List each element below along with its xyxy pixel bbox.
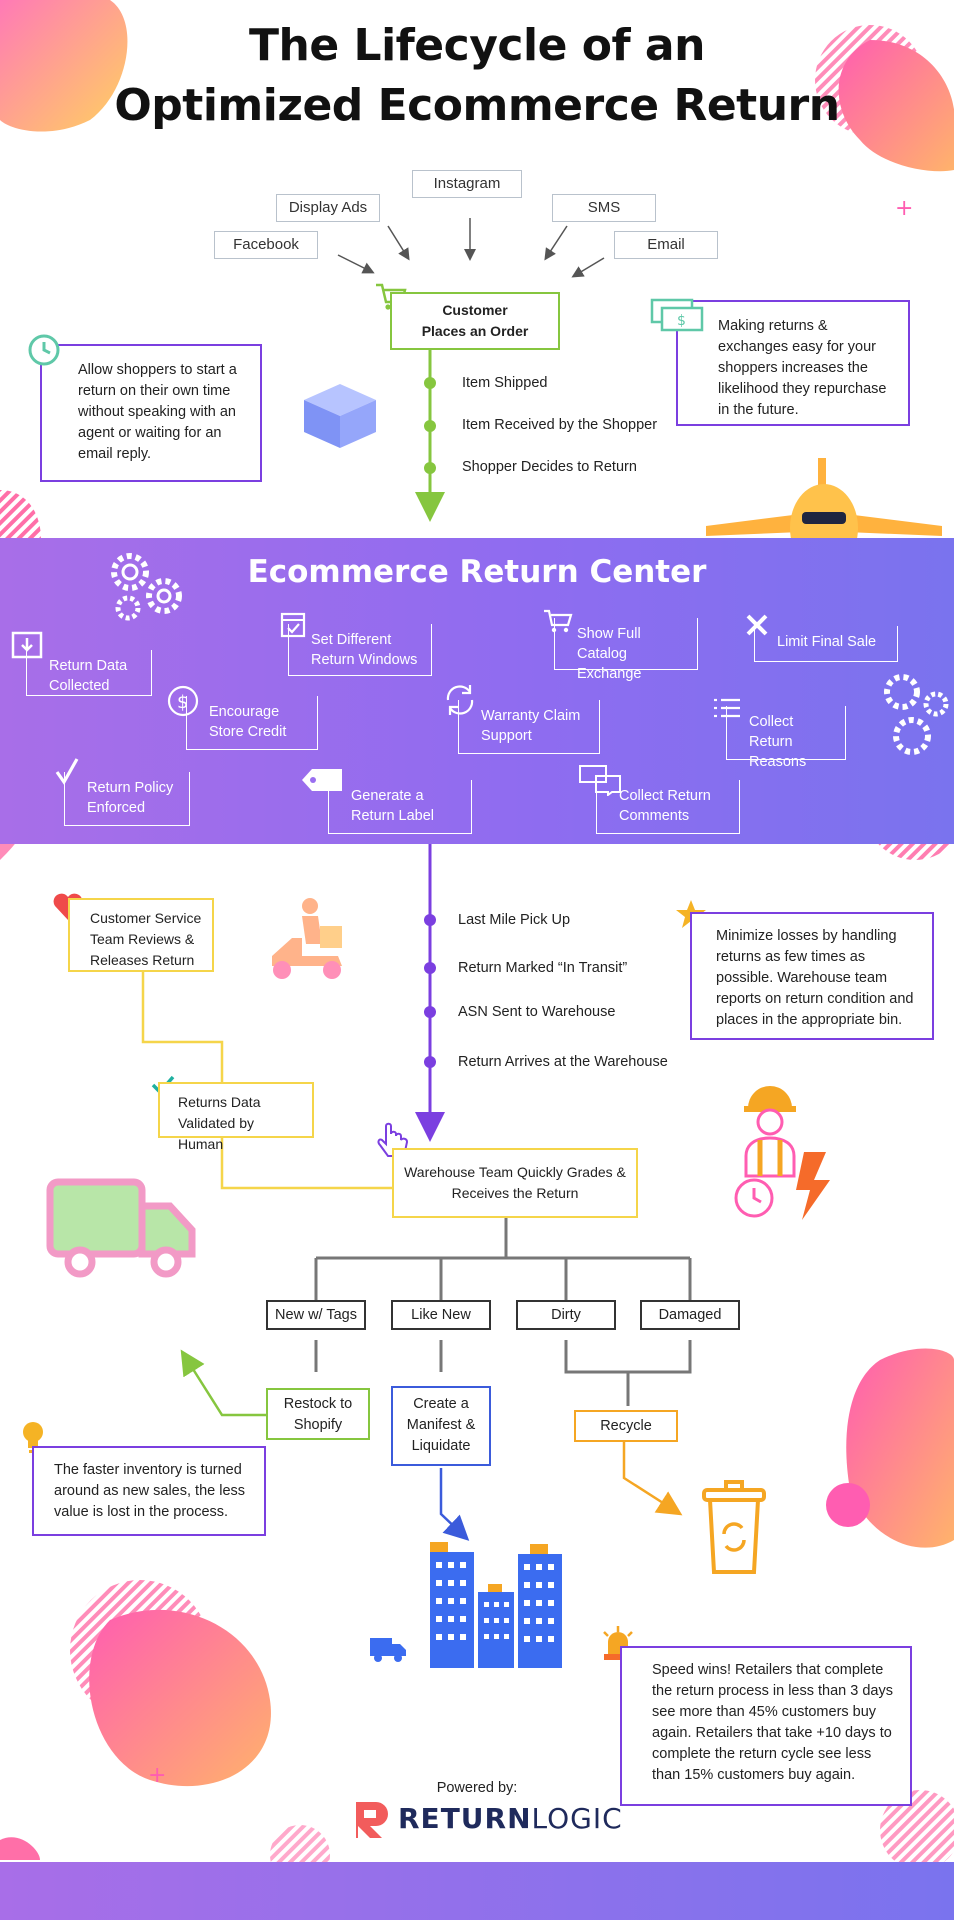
rc-generate-label: Generate a Return Label xyxy=(328,780,472,834)
cart-exchange-icon xyxy=(544,609,573,633)
footer-band xyxy=(0,1862,954,1920)
step-asn-sent: ASN Sent to Warehouse xyxy=(458,1004,616,1020)
warehouse-box: Warehouse Team Quickly Grades & Receives… xyxy=(392,1148,638,1218)
money-icon: $ xyxy=(650,298,704,332)
order-box-line1: Customer xyxy=(442,302,508,318)
rc-collect-reasons: Collect Return Reasons xyxy=(726,706,846,770)
calendar-check-icon xyxy=(280,612,306,638)
source-sms: SMS xyxy=(552,194,656,222)
rc-collect-comments: Collect Return Comments xyxy=(596,780,740,834)
repurchase-note: Making returns & exchanges easy for your… xyxy=(676,300,910,426)
faster-turnaround-note: The faster inventory is turned around as… xyxy=(32,1446,266,1536)
source-instagram: Instagram xyxy=(412,170,522,198)
recycle-bin-icon xyxy=(702,1480,766,1574)
svg-text:$: $ xyxy=(677,313,686,329)
warehouse-worker-icon xyxy=(734,1086,830,1220)
city-buildings-icon xyxy=(370,1542,562,1668)
returnlogic-logo-icon xyxy=(356,1802,388,1838)
svg-text:+: + xyxy=(895,196,913,221)
self-service-note: Allow shoppers to start a return on thei… xyxy=(40,344,262,482)
logo-text-return: RETURN xyxy=(398,1802,532,1835)
rc-policy-enforced: Return Policy Enforced xyxy=(64,772,190,826)
gears-icon xyxy=(111,553,182,621)
svg-text:$: $ xyxy=(177,692,188,713)
logo-text-logic: LOGIC xyxy=(531,1802,623,1835)
order-box-line2: Places an Order xyxy=(421,323,529,339)
transit-timeline xyxy=(141,844,692,1541)
pointer-hand-icon xyxy=(377,1122,409,1157)
source-facebook: Facebook xyxy=(214,231,318,259)
step-item-received: Item Received by the Shopper xyxy=(462,417,658,433)
page-title: The Lifecycle of an xyxy=(249,20,705,71)
return-center-band xyxy=(0,538,954,844)
category-like-new: Like New xyxy=(391,1300,491,1330)
outcome-manifest: Create a Manifest & Liquidate xyxy=(391,1386,491,1466)
truck-icon xyxy=(46,1178,196,1278)
package-icon xyxy=(304,384,376,448)
delivery-scooter-icon xyxy=(272,898,342,979)
powered-by-label: Powered by: xyxy=(436,1780,518,1796)
source-display-ads: Display Ads xyxy=(276,194,380,222)
rc-return-data-collected: Return Data Collected xyxy=(26,650,152,696)
rc-encourage-store-credit: Encourage Store Credit xyxy=(186,696,318,750)
customer-service-box: Customer Service Team Reviews & Releases… xyxy=(68,898,214,972)
rc-limit-final-sale: Limit Final Sale xyxy=(754,626,898,662)
source-email: Email xyxy=(614,231,718,259)
tag-icon xyxy=(302,769,342,791)
dollar-circle-icon: $ xyxy=(167,685,199,717)
chat-icon xyxy=(579,765,621,796)
checkmark-icon xyxy=(55,758,79,785)
customer-order-box: Customer Places an Order xyxy=(390,292,560,350)
x-icon xyxy=(746,614,768,636)
step-decides-return: Shopper Decides to Return xyxy=(462,459,637,475)
step-last-mile: Last Mile Pick Up xyxy=(458,912,571,928)
minimize-losses-note: Minimize losses by handling returns as f… xyxy=(690,912,934,1040)
refresh-icon xyxy=(446,685,474,715)
gears-right-icon xyxy=(884,674,949,755)
speed-wins-note: Speed wins! Retailers that complete the … xyxy=(620,1646,912,1806)
category-damaged: Damaged xyxy=(640,1300,740,1330)
clock-icon xyxy=(28,334,60,366)
category-dirty: Dirty xyxy=(516,1300,616,1330)
return-center-title: Ecommerce Return Center xyxy=(247,554,707,590)
outcome-restock: Restock to Shopify xyxy=(266,1388,370,1440)
list-icon xyxy=(714,698,740,718)
step-in-transit: Return Marked “In Transit” xyxy=(458,960,628,976)
returnlogic-logo-text: RETURNLOGIC xyxy=(398,1802,623,1835)
step-item-shipped: Item Shipped xyxy=(462,375,548,391)
validated-box: Returns Data Validated by Human xyxy=(158,1082,314,1152)
page-subtitle: Optimized Ecommerce Return xyxy=(114,80,840,131)
rc-set-return-windows: Set Different Return Windows xyxy=(288,624,432,676)
source-arrows xyxy=(337,218,605,522)
rc-catalog-exchange: Show Full Catalog Exchange xyxy=(554,618,698,682)
category-new-with-tags: New w/ Tags xyxy=(266,1300,366,1330)
outcome-recycle: Recycle xyxy=(574,1410,678,1442)
step-arrives-warehouse: Return Arrives at the Warehouse xyxy=(458,1054,668,1070)
svg-text:+: + xyxy=(148,1763,166,1788)
download-box-icon xyxy=(11,631,43,659)
rc-warranty-claim: Warranty Claim Support xyxy=(458,700,600,754)
